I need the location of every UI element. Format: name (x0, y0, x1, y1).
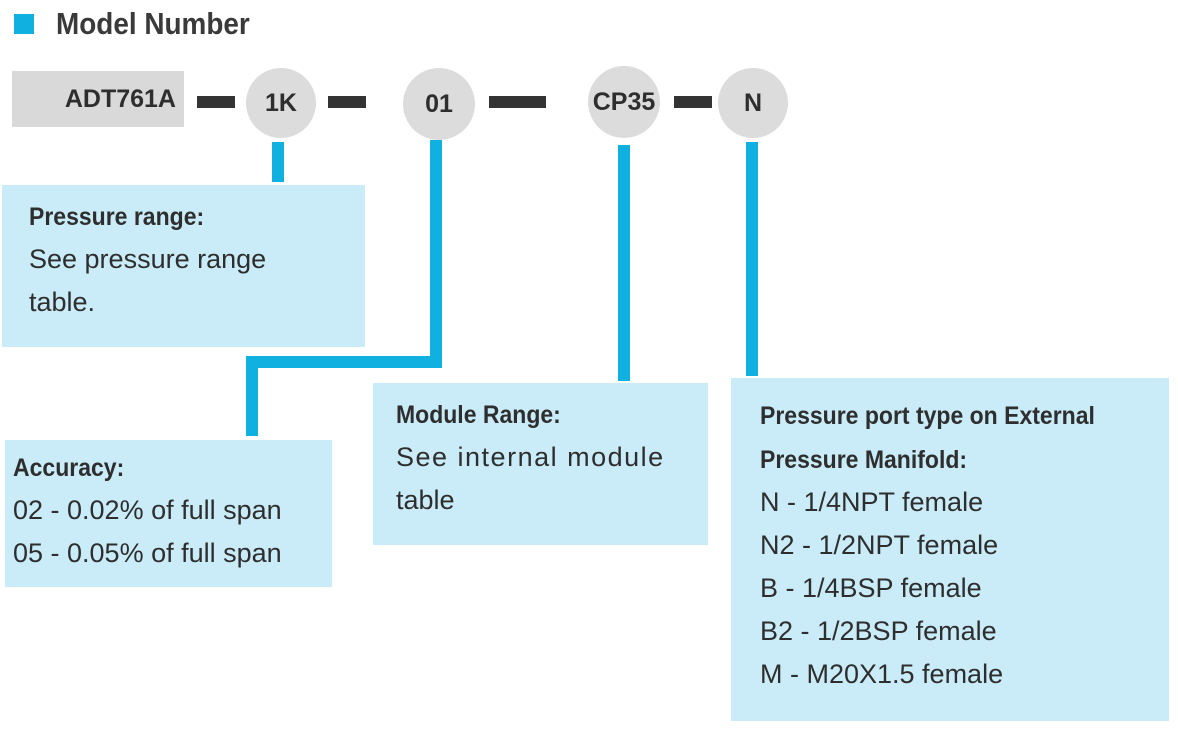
module-range-line: table (396, 485, 455, 515)
module-range-heading: Module Range: (396, 401, 561, 429)
separator-dash (197, 96, 235, 108)
port-type-option: B2 - 1/2BSP female (760, 616, 997, 646)
accuracy-line: 02 - 0.02% of full span (13, 495, 282, 525)
port-type-option: B - 1/4BSP female (760, 573, 982, 603)
port-type-heading-line2: Pressure Manifold: (760, 446, 968, 474)
pressure-range-line: table. (29, 287, 96, 317)
port-type-option: N2 - 1/2NPT female (760, 530, 999, 560)
separator-dash (328, 96, 366, 108)
page-title: Model Number (56, 6, 250, 41)
base-model-label: ADT761A (64, 85, 176, 113)
port-type-option: M - M20X1.5 female (760, 659, 1004, 689)
connector-pressure-range (272, 142, 284, 182)
connector-module-range (618, 145, 630, 381)
pressure-range-line: See pressure range (29, 244, 267, 274)
connector-accuracy-vertical (430, 140, 442, 368)
code-circle-module-range: CP35 (588, 66, 660, 138)
code-circle-accuracy: 01 (403, 68, 475, 140)
accuracy-box: Accuracy: 02 - 0.02% of full span 05 - 0… (5, 440, 332, 587)
accuracy-heading: Accuracy: (13, 454, 125, 482)
port-type-option: N - 1/4NPT female (760, 487, 984, 517)
port-type-box: Pressure port type on External Pressure … (731, 378, 1169, 721)
module-range-line: See internal module (396, 442, 665, 472)
pressure-range-box: Pressure range: See pressure range table… (2, 185, 365, 347)
accuracy-line: 05 - 0.05% of full span (13, 538, 282, 568)
connector-port-type (746, 142, 758, 376)
connector-accuracy-horizontal (246, 356, 442, 368)
title-bullet-icon (14, 14, 34, 34)
code-circle-pressure-range: 1K (246, 68, 316, 138)
separator-dash (674, 96, 712, 108)
separator-dash (489, 96, 546, 108)
module-range-box: Module Range: See internal module table (373, 383, 708, 545)
port-type-heading: Pressure port type on External (760, 402, 1095, 430)
base-model-box: ADT761A (12, 71, 184, 127)
connector-accuracy-drop (246, 356, 258, 436)
code-circle-port-type: N (718, 68, 788, 138)
pressure-range-heading: Pressure range: (29, 203, 205, 231)
